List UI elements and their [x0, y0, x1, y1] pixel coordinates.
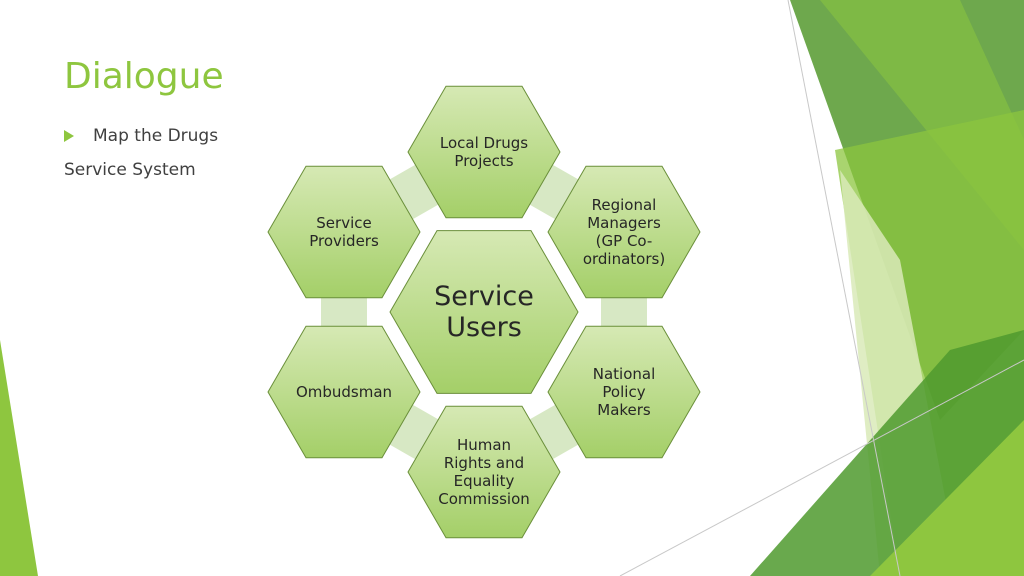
service-providers-label: Service Providers: [309, 214, 379, 250]
national-policy-makers-hexagon: [547, 325, 701, 459]
human-rights-commission-label: Human Rights and Equality Commission: [438, 436, 530, 508]
national-policy-makers-label: National Policy Makers: [592, 365, 656, 419]
human-rights-commission-hexagon: [407, 405, 561, 539]
deco-line-1: [787, 0, 901, 576]
ombudsman-label: Ombudsman: [295, 383, 393, 401]
deco-line-2: [619, 359, 1024, 576]
ombudsman-hexagon: [267, 325, 421, 459]
triangle-bullet-icon: [64, 130, 74, 142]
bullet-text: Map the Drugs: [93, 126, 219, 146]
bullet-item: Map the Drugs: [64, 126, 218, 146]
service-providers-hexagon: [267, 165, 421, 299]
service-users-label: Service Users: [434, 281, 534, 343]
regional-managers-hexagon: [547, 165, 701, 299]
slide-title: Dialogue: [64, 56, 224, 97]
local-drugs-projects-hexagon: [407, 85, 561, 219]
local-drugs-projects-label: Local Drugs Projects: [439, 134, 529, 170]
deco-shape-bottom-right-bright: [870, 420, 1024, 576]
service-users-hexagon: [389, 230, 579, 394]
regional-managers-label: Regional Managers (GP Co-ordinators): [582, 196, 666, 268]
deco-shape-left-strip: [0, 340, 38, 576]
bullet-text-continued: Service System: [64, 160, 196, 180]
